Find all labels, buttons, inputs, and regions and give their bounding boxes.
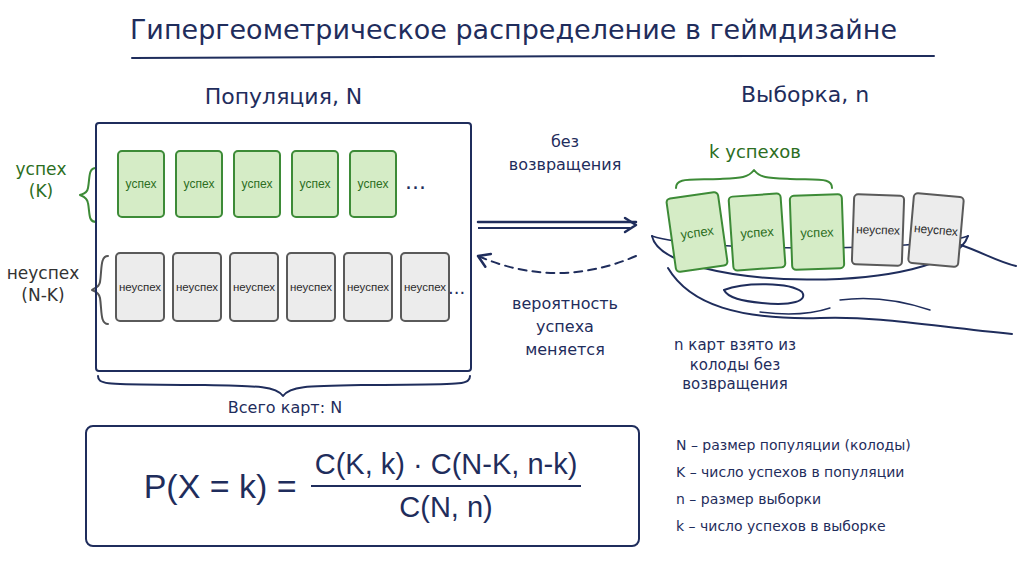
card-label: успех [126, 177, 157, 191]
hand-finger-line [760, 308, 830, 314]
annotation: n карт взято из колоды без возвращения [660, 336, 810, 395]
failure-card: неуспех [343, 252, 393, 322]
card-label: успех [679, 222, 714, 241]
card-label: успех [358, 177, 389, 191]
total-bracket [98, 376, 470, 396]
annotation: ... [405, 168, 435, 197]
diagram-title: Гипергеометрическое распределение в гейм… [0, 14, 1027, 45]
title-underline [132, 56, 934, 58]
success-card: успех [665, 191, 729, 274]
annotation: Всего карт: N [190, 398, 380, 419]
notation-note: K – число успехов в популяции [676, 463, 1016, 481]
fraction: C(K, k) · C(N-K, n-k)C(N, n) [311, 448, 582, 524]
connector-line [478, 227, 630, 229]
success-card: успех [727, 192, 786, 272]
card-label: неуспех [856, 222, 900, 238]
success-card: успех [233, 150, 281, 218]
population-box: Популяция, Nуспехуспехуспехуспехуспехнеу… [95, 122, 472, 372]
edge-label: без возвращения [500, 130, 630, 176]
connector-line [478, 256, 636, 273]
failure-card: неуспех [115, 252, 165, 322]
connector [478, 254, 636, 273]
failure-card: неуспех [907, 192, 965, 268]
sample-group: Выборка, n успех успех успех неуспех неуспех [640, 82, 970, 272]
arrowhead [478, 254, 491, 267]
sample-success-brace [676, 170, 832, 188]
fraction-numerator: C(K, k) · C(N-K, n-k) [311, 448, 582, 485]
hand-thumb [724, 284, 803, 304]
card-label: неуспех [290, 281, 332, 293]
notation-note: k – число успехов в выборке [676, 517, 1016, 535]
card-label: неуспех [176, 281, 218, 293]
annotation: ... [448, 276, 470, 299]
notation-note: N – размер популяции (колоды) [676, 436, 1016, 454]
connector-line [478, 221, 636, 224]
success-card: успех [789, 193, 846, 271]
card-label: успех [740, 223, 774, 240]
annotation: неуспех (N-K) [6, 262, 80, 306]
success-card: успех [349, 150, 397, 218]
fraction-denominator: C(N, n) [399, 487, 492, 524]
success-card: успех [117, 150, 165, 218]
success-card: успех [291, 150, 339, 218]
formula-box: P(X = k) = C(K, k) · C(N-K, n-k)C(N, n) [85, 425, 640, 547]
failure-card: неуспех [851, 193, 905, 267]
fraction-bar [311, 485, 582, 487]
connector [478, 218, 636, 232]
success-brace [80, 168, 96, 222]
hand-finger-line [840, 298, 930, 310]
card-label: неуспех [913, 221, 958, 239]
card-label: успех [800, 224, 834, 240]
card-label: успех [300, 177, 331, 191]
success-card: успех [175, 150, 223, 218]
hand-wrist [958, 244, 1016, 266]
arrowhead [625, 218, 636, 232]
failure-card: неуспех [400, 252, 450, 322]
hand-palm [668, 268, 1012, 334]
failure-card: неуспех [286, 252, 336, 322]
edge-label: вероятность успеха меняется [494, 292, 636, 362]
card-label: неуспех [347, 281, 389, 293]
notation-note: n – размер выборки [676, 490, 1016, 508]
card-label: неуспех [233, 281, 275, 293]
annotation: успех (K) [10, 158, 72, 202]
annotation: k успехов [672, 140, 838, 163]
card-label: неуспех [404, 281, 446, 293]
formula-lhs: P(X = k) = [144, 467, 297, 506]
failure-card: неуспех [172, 252, 222, 322]
card-label: неуспех [119, 281, 161, 293]
card-label: успех [184, 177, 215, 191]
card-label: успех [242, 177, 273, 191]
sample-heading: Выборка, n [640, 82, 970, 107]
population-heading: Популяция, N [97, 84, 470, 109]
failure-card: неуспех [229, 252, 279, 322]
